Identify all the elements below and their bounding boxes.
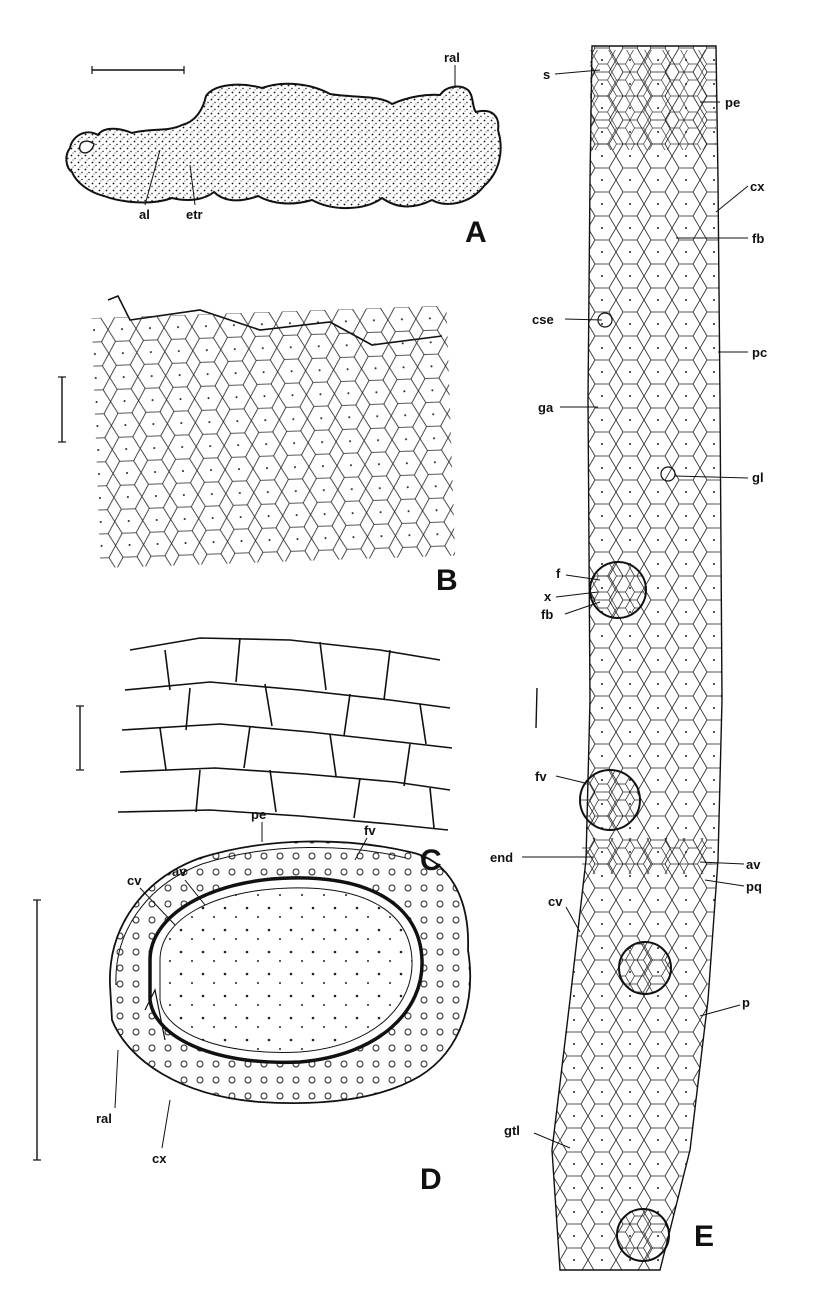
fibrovascular-bundle-2 <box>580 770 640 830</box>
label-e-x: x <box>544 590 551 603</box>
fibrovascular-bundle-1 <box>590 562 646 618</box>
label-e-ga: ga <box>538 401 553 414</box>
label-e-av: av <box>746 858 760 871</box>
label-e-fv: fv <box>535 770 547 783</box>
figure-c-cells <box>76 638 452 830</box>
label-e-pe: pe <box>725 96 740 109</box>
label-d-fv: fv <box>364 824 376 837</box>
label-e-pc: pc <box>752 346 767 359</box>
figure-e-strip <box>522 46 748 1270</box>
label-e-s: s <box>543 68 550 81</box>
label-e-gtl: gtl <box>504 1124 520 1137</box>
label-e-fb-2: fb <box>541 608 553 621</box>
strip-outline <box>552 46 722 1270</box>
panel-letter-e: E <box>694 1222 714 1252</box>
label-e-f: f <box>556 567 560 580</box>
figure-b-cells <box>58 296 455 568</box>
label-d-av: av <box>172 865 186 878</box>
fibrovascular-bundle-4 <box>617 1209 669 1261</box>
panel-letter-a: A <box>465 218 487 248</box>
label-e-cse: cse <box>532 313 554 326</box>
panel-letter-c: C <box>420 846 442 876</box>
label-e-pq: pq <box>746 880 762 893</box>
label-e-cx: cx <box>750 180 764 193</box>
scale-bar-e <box>536 688 537 728</box>
rhizome-outline <box>66 84 500 208</box>
label-a-al: al <box>139 208 150 221</box>
label-d-pe: pe <box>251 808 266 821</box>
panel-letter-d: D <box>420 1165 442 1195</box>
label-e-gl: gl <box>752 471 764 484</box>
label-d-cx: cx <box>152 1152 166 1165</box>
figure-a-rhizome <box>66 65 500 208</box>
label-d-cv: cv <box>127 874 141 887</box>
label-e-p: p <box>742 996 750 1009</box>
figure-d-cross-section <box>33 822 470 1160</box>
fibrovascular-bundle-3 <box>619 942 671 994</box>
panel-letter-b: B <box>436 566 458 596</box>
label-e-end: end <box>490 851 513 864</box>
label-e-fb: fb <box>752 232 764 245</box>
label-a-ral: ral <box>444 51 460 64</box>
label-a-etr: etr <box>186 208 203 221</box>
label-e-cv: cv <box>548 895 562 908</box>
label-d-ral: ral <box>96 1112 112 1125</box>
